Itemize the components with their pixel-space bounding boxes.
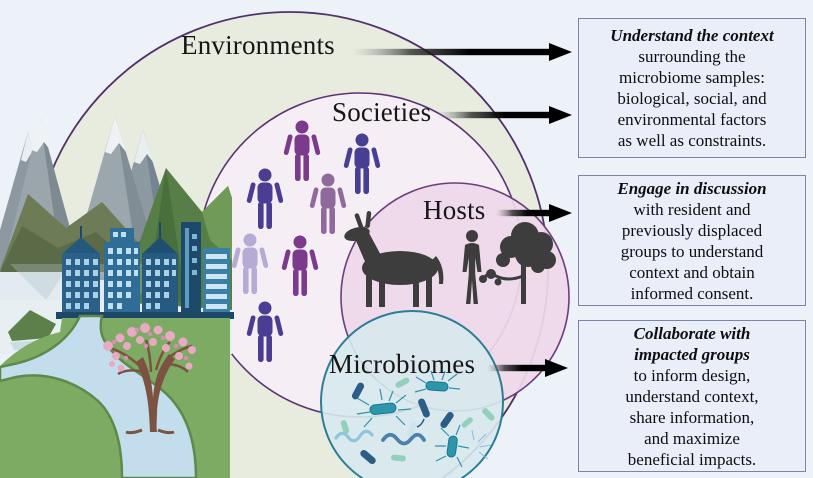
bacteria-icon	[381, 432, 426, 446]
hosts-label: Hosts	[423, 195, 486, 225]
donkey-icon	[344, 211, 444, 307]
bacteria-icon	[340, 420, 350, 434]
callout-lead: Understand the context	[610, 26, 774, 45]
societies-label: Societies	[332, 97, 432, 127]
bacteria-icon	[334, 429, 374, 443]
arrow-microbiomes	[487, 359, 568, 377]
callout-lead: Engage in discussion	[617, 178, 767, 198]
callout-understand-context: Understand the context surrounding the m…	[578, 18, 806, 158]
bacteria-icon	[482, 408, 495, 421]
arrow-environments	[352, 43, 572, 61]
microbiomes-circle	[320, 310, 504, 478]
bacteria-icon	[418, 398, 430, 418]
bacteria-icon	[440, 411, 454, 429]
callout-collaborate: Collaborate with impacted groups to info…	[578, 320, 806, 472]
bacteria-icon	[356, 388, 412, 428]
bacteria-icon	[360, 449, 376, 465]
bacteria-icon	[395, 377, 410, 388]
tree-icon	[479, 222, 556, 304]
environments-label: Environments	[181, 30, 335, 60]
bacteria-icon	[351, 382, 365, 400]
city-buildings-icon	[56, 222, 234, 319]
callout-body: surrounding the microbiome samples: biol…	[617, 47, 767, 150]
callout-body: to inform design, understand context, sh…	[625, 365, 759, 469]
callout-body: with resident and previously displaced g…	[620, 199, 764, 303]
callout-engage-discussion: Engage in discussion with resident and p…	[578, 175, 806, 306]
cherry-tree-icon	[103, 323, 196, 435]
landscape-illustration	[0, 116, 234, 478]
microbiomes-label: Microbiomes	[329, 349, 476, 379]
human-icon	[462, 230, 482, 304]
arrow-hosts	[496, 204, 572, 222]
callout-lead: Collaborate with impacted groups	[633, 323, 751, 364]
bacteria-icon	[461, 417, 473, 428]
bacteria-group	[334, 370, 495, 468]
hosts-silhouettes	[344, 211, 556, 307]
bacteria-icon	[414, 370, 461, 393]
arrow-societies	[437, 106, 572, 124]
bacteria-icon	[391, 454, 406, 462]
bacteria-icon	[435, 424, 470, 468]
